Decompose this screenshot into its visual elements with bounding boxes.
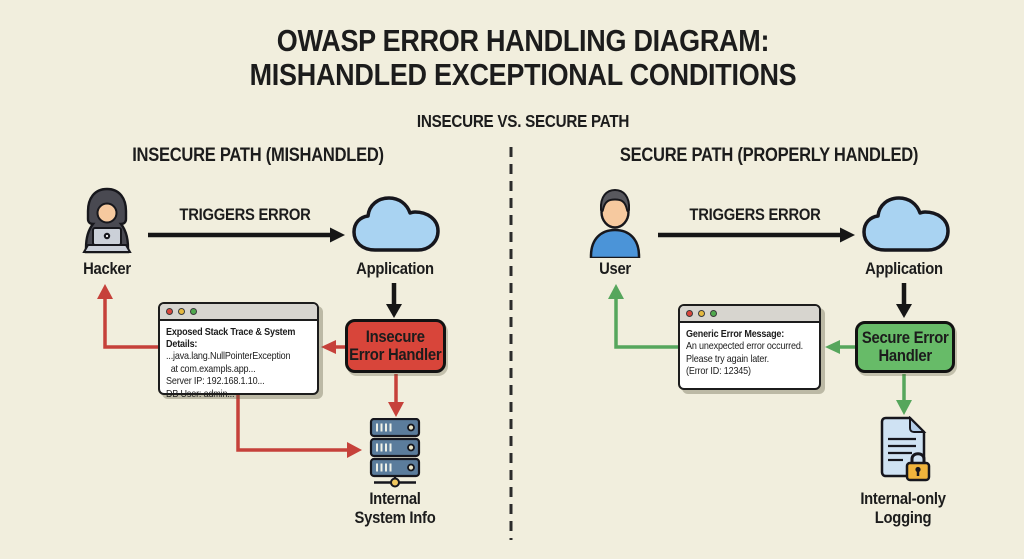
exposed-stack-trace-window: Exposed Stack Trace & System Details: ..… bbox=[158, 302, 319, 400]
secure-path-heading: SECURE PATH (PROPERLY HANDLED) bbox=[619, 145, 919, 166]
user-shirt bbox=[589, 228, 641, 258]
page-title: OWASP ERROR HANDLING DIAGRAM: bbox=[22, 24, 1024, 57]
insecure-error-handler-box: Insecure Error Handler bbox=[345, 319, 446, 373]
window-dot-red-icon bbox=[686, 310, 693, 317]
stack-trace-line: Server IP: 192.168.1.10... bbox=[166, 375, 265, 387]
internal-system-info-line2: System Info bbox=[354, 508, 436, 527]
application-cloud-icon-left bbox=[352, 196, 440, 252]
generic-error-heading: Generic Error Message: bbox=[686, 328, 785, 340]
window-dot-red-icon bbox=[166, 308, 173, 315]
server-stack-icon bbox=[369, 418, 421, 488]
window-titlebar bbox=[160, 304, 317, 321]
page-title-line2: MISHANDLED EXCEPTIONAL CONDITIONS bbox=[22, 58, 1024, 91]
secure-handler-line1: Secure Error bbox=[861, 328, 949, 347]
trigger-error-label-left: TRIGGERS ERROR bbox=[179, 205, 311, 224]
generic-error-line: Please try again later. bbox=[686, 352, 769, 365]
generic-error-message-window: Generic Error Message: An unexpected err… bbox=[678, 304, 821, 390]
server-vent-lines bbox=[376, 423, 392, 472]
lock-keyhole bbox=[915, 466, 921, 473]
internal-only-logging-line1: Internal-only bbox=[860, 489, 946, 508]
arrow-app-to-handler-left-head bbox=[386, 304, 402, 318]
arrow-handler-to-window-left-head bbox=[321, 340, 336, 354]
generic-error-line: An unexpected error occurred. bbox=[686, 340, 804, 352]
secure-log-document-lock-icon bbox=[880, 416, 931, 482]
arrow-handler-to-server-head bbox=[388, 402, 404, 417]
server-network-node bbox=[390, 477, 400, 488]
arrow-window-to-server bbox=[236, 395, 349, 452]
internal-only-logging-line2: Logging bbox=[874, 508, 932, 527]
page-subtitle: INSECURE VS. SECURE PATH bbox=[22, 111, 1024, 131]
insecure-error-handler-text: Insecure Error Handler bbox=[349, 328, 441, 365]
arrow-trigger-right-head bbox=[840, 227, 855, 243]
user-label: User bbox=[599, 259, 631, 278]
stack-trace-line: ...java.lang.NullPointerException bbox=[166, 350, 291, 362]
hacker-label: Hacker bbox=[83, 259, 131, 278]
stack-trace-line: at com.exampls.app... bbox=[166, 362, 256, 375]
arrow-window-to-user-head bbox=[608, 284, 624, 299]
cloud-shape bbox=[352, 196, 440, 252]
arrow-window-to-server-head bbox=[347, 442, 362, 458]
user-hair bbox=[599, 188, 631, 213]
document-text-lines bbox=[888, 437, 916, 462]
internal-only-logging-label: Internal-only Logging bbox=[846, 489, 959, 527]
application-cloud-icon-right bbox=[862, 196, 950, 252]
secure-handler-line2: Handler bbox=[878, 347, 932, 365]
arrow-app-to-handler-right-head bbox=[896, 304, 912, 318]
secure-error-handler-text: Secure Error Handler bbox=[862, 329, 949, 366]
internal-system-info-line1: Internal bbox=[369, 489, 421, 508]
secure-error-handler-box: Secure Error Handler bbox=[855, 321, 955, 373]
server-led-3 bbox=[407, 463, 415, 472]
server-row-2 bbox=[369, 437, 421, 458]
stack-trace-line: DB User: admin... bbox=[166, 387, 235, 400]
window-dot-green-icon bbox=[710, 310, 717, 317]
application-label-right: Application bbox=[865, 259, 943, 278]
internal-system-info-label: Internal System Info bbox=[338, 489, 451, 527]
server-led-2 bbox=[407, 443, 415, 452]
document-fold-corner bbox=[909, 416, 927, 433]
window-content: Generic Error Message: An unexpected err… bbox=[680, 323, 819, 378]
cloud-shape bbox=[862, 196, 950, 252]
hacker-laptop-base bbox=[82, 244, 132, 253]
title-line-1: OWASP ERROR HANDLING DIAGRAM: bbox=[276, 23, 770, 58]
subtitle-text: INSECURE VS. SECURE PATH bbox=[416, 111, 630, 131]
lock-shackle bbox=[910, 452, 926, 464]
insecure-handler-line2: Error Handler bbox=[349, 346, 442, 364]
window-dot-yellow-icon bbox=[698, 310, 705, 317]
arrow-window-to-user bbox=[614, 297, 678, 349]
arrow-window-to-hacker bbox=[103, 297, 158, 349]
window-dot-yellow-icon bbox=[178, 308, 185, 315]
application-label-left: Application bbox=[356, 259, 434, 278]
server-led-1 bbox=[407, 423, 415, 432]
insecure-path-heading: INSECURE PATH (MISHANDLED) bbox=[132, 145, 384, 166]
hacker-face bbox=[96, 202, 118, 224]
arrow-handler-to-window-right-head bbox=[825, 340, 840, 354]
insecure-handler-line1: Insecure bbox=[366, 327, 425, 346]
window-titlebar bbox=[680, 306, 819, 323]
stack-trace-heading: Exposed Stack Trace & System Details: bbox=[166, 326, 296, 350]
server-row-1 bbox=[369, 418, 421, 438]
arrow-handler-to-logging-head bbox=[896, 400, 912, 415]
arrow-window-to-hacker-head bbox=[97, 284, 113, 299]
window-content: Exposed Stack Trace & System Details: ..… bbox=[160, 321, 317, 400]
window-dot-green-icon bbox=[190, 308, 197, 315]
trigger-error-label-right: TRIGGERS ERROR bbox=[689, 205, 821, 224]
arrow-trigger-left-head bbox=[330, 227, 345, 243]
hacker-icon bbox=[82, 187, 132, 254]
user-icon bbox=[589, 188, 641, 258]
hacker-laptop-logo-dot bbox=[105, 234, 109, 238]
title-line-2: MISHANDLED EXCEPTIONAL CONDITIONS bbox=[249, 57, 797, 92]
generic-error-line: (Error ID: 12345) bbox=[686, 365, 751, 377]
